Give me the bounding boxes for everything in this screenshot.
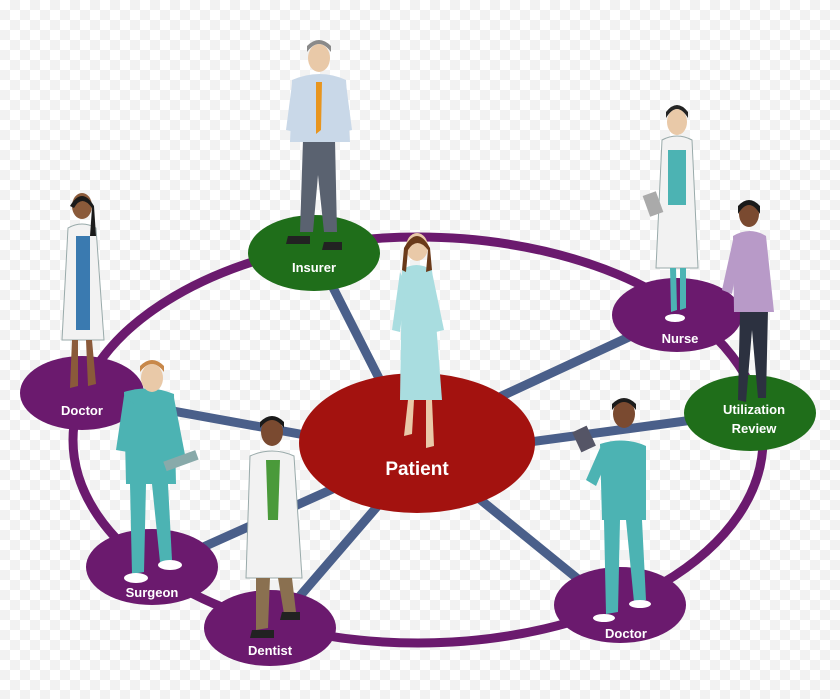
doctor-left-label: Doctor (61, 403, 103, 418)
utilization-review-label-line2: Review (732, 421, 778, 436)
patient-label: Patient (385, 459, 449, 480)
doctor-right-label: Doctor (605, 626, 647, 641)
nurse-label: Nurse (662, 331, 699, 346)
surgeon-label: Surgeon (126, 585, 179, 600)
utilization-review-label-line1: Utilization (723, 402, 785, 417)
insurer-label: Insurer (292, 260, 336, 275)
dentist-label: Dentist (248, 643, 293, 658)
insurer-node (248, 215, 380, 291)
